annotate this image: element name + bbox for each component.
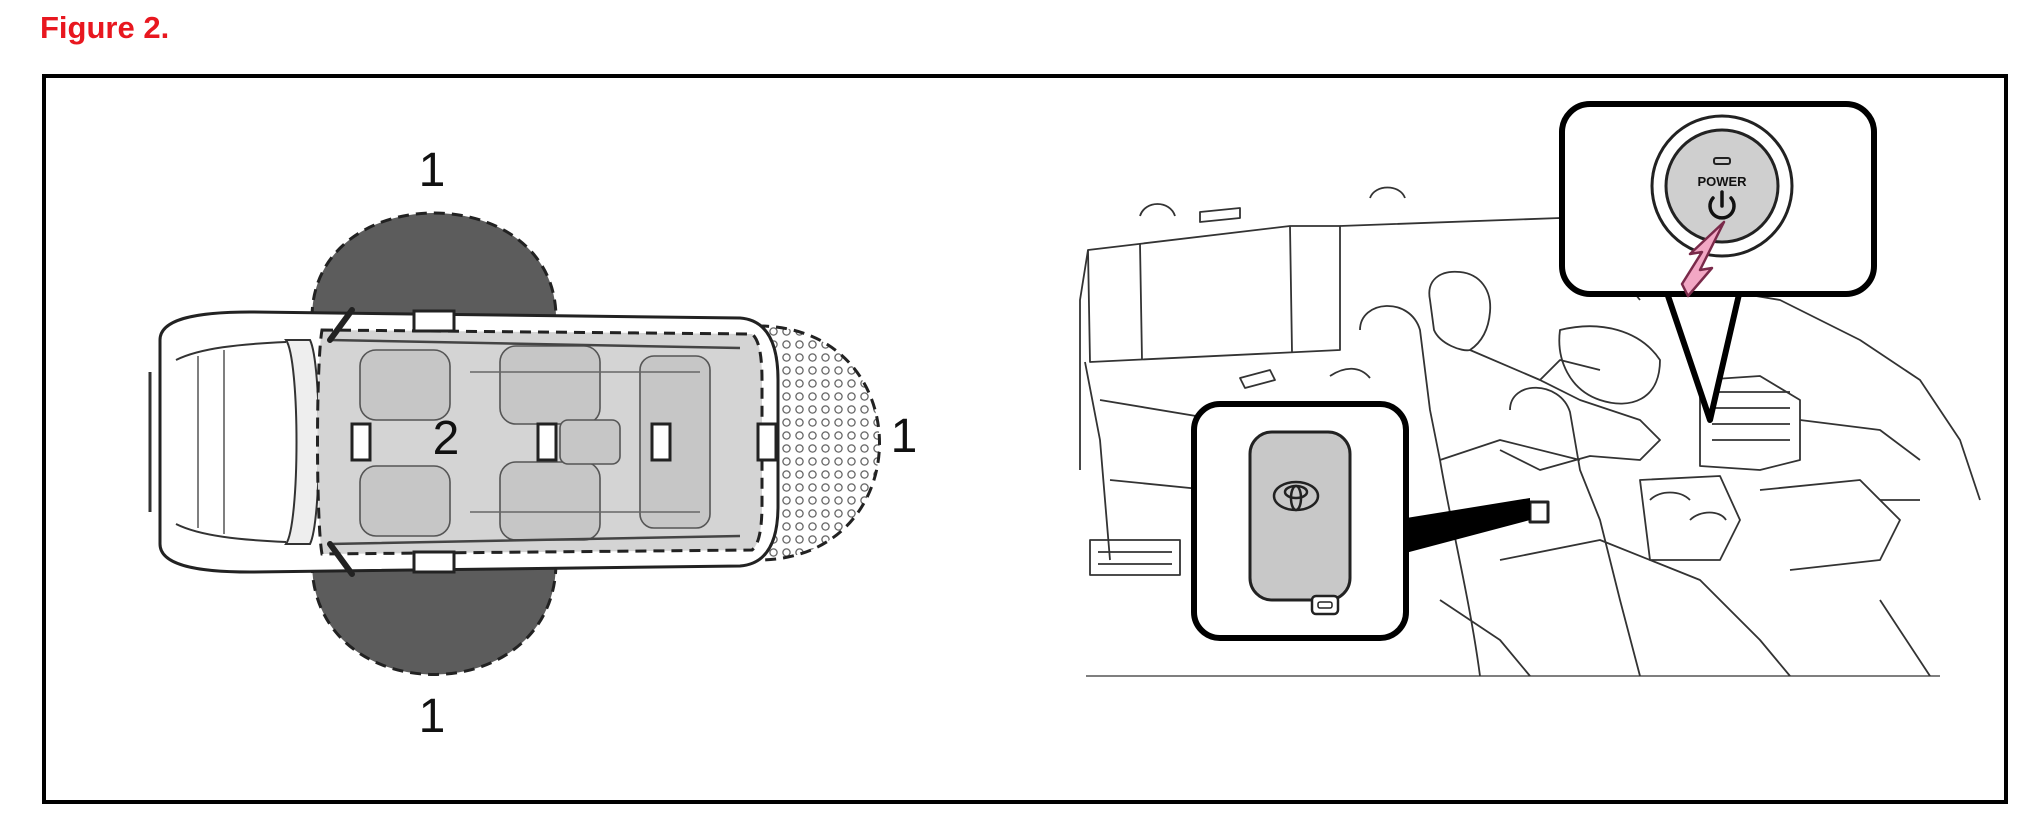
antenna-center-1 <box>536 422 558 462</box>
zone-label-bottom: 1 <box>419 690 446 743</box>
antenna-bottom <box>412 550 456 574</box>
detection-zone-bottom <box>310 560 558 676</box>
toyota-logo-icon <box>1272 480 1320 512</box>
power-button-text: POWER <box>1697 174 1747 189</box>
car-top-view-diagram: 1 1 1 2 <box>148 144 918 743</box>
antenna-top <box>412 309 456 333</box>
power-button <box>1664 128 1780 244</box>
detection-zone-rear <box>756 324 881 562</box>
power-symbol-icon <box>1708 190 1736 220</box>
detection-zone-top <box>310 211 558 320</box>
zone-label-top: 1 <box>419 144 446 197</box>
power-button-callout: POWER <box>1559 101 1877 423</box>
key-fob-callout <box>1191 401 1530 641</box>
antenna-rear <box>756 422 778 462</box>
figure-title: Figure 2. <box>40 10 170 45</box>
press-arrow-icon <box>1680 220 1726 298</box>
antenna-front <box>350 422 372 462</box>
zone-label-cabin: 2 <box>433 412 460 465</box>
zone-label-rear: 1 <box>891 410 918 463</box>
antenna-center-2 <box>650 422 672 462</box>
key-fob <box>1248 430 1352 602</box>
